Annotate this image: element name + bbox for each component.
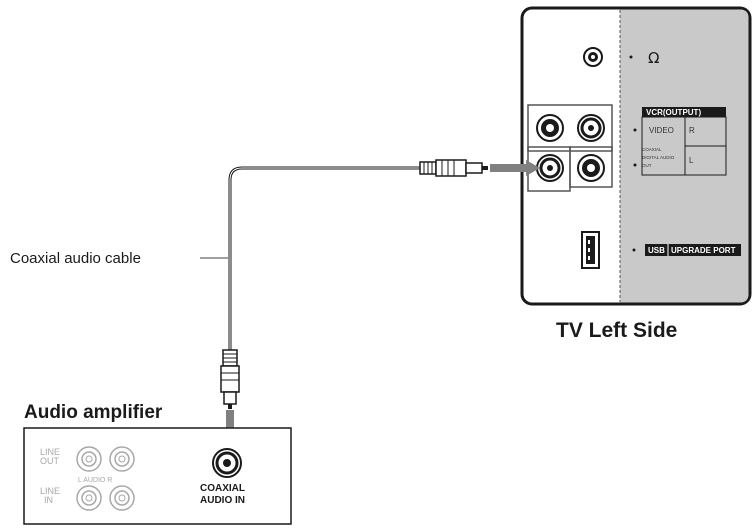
audio-r-out-jack: [577, 114, 605, 142]
line-out-label-1: LINE: [40, 447, 60, 457]
headphone-icon: Ω: [648, 49, 659, 67]
audio-lr-label: L AUDIO R: [78, 477, 112, 484]
headphone-pointer: [629, 55, 633, 59]
coaxial-in-label-1: COAXIAL: [200, 483, 245, 494]
tv-left-side-title: TV Left Side: [556, 319, 677, 342]
coaxial-small-label: COAXIAL: [642, 147, 662, 152]
coaxial-audio-in-jack: [212, 448, 242, 478]
line-in-r-jack: [109, 485, 135, 511]
line-out-label-2: OUT: [40, 456, 60, 466]
vcr-output-title: VCR(OUTPUT): [646, 108, 701, 117]
rca-port-group: [527, 104, 613, 192]
coaxial-plug-tv-end: [419, 159, 488, 177]
coaxial-in-label-2: AUDIO IN: [200, 495, 245, 506]
line-out-l-jack: [76, 446, 102, 472]
usb-label: USB: [648, 246, 665, 255]
coaxial-plug-amp-end: [220, 349, 240, 409]
usb-pointer: [632, 248, 636, 252]
usb-upgrade-label: USB UPGRADE PORT: [645, 244, 741, 256]
line-in-l-jack: [76, 485, 102, 511]
coaxial-cable-label: Coaxial audio cable: [10, 250, 141, 267]
video-label: VIDEO: [649, 126, 674, 135]
upgrade-port-label: UPGRADE PORT: [671, 246, 736, 255]
arrow-to-tv: [490, 160, 540, 176]
audio-amplifier-title: Audio amplifier: [24, 402, 163, 423]
tv-panel: Ω: [520, 6, 752, 306]
r-label: R: [689, 126, 695, 135]
usb-port: [581, 231, 600, 269]
line-in-label-1: LINE: [40, 486, 60, 496]
line-in-label-2: IN: [44, 495, 53, 505]
l-label: L: [689, 156, 694, 165]
video-out-jack: [536, 114, 564, 142]
headphone-jack: [583, 47, 603, 67]
tv-panel-gray-area: [620, 9, 749, 303]
vcr-output-label-box: VCR(OUTPUT) VIDEO R L COAXIAL DIGITAL AU…: [633, 107, 727, 176]
digital-audio-small-label: DIGITAL AUDIO: [642, 155, 675, 160]
coaxial-cable: [228, 166, 420, 350]
audio-l-out-jack: [577, 154, 605, 182]
line-out-r-jack: [109, 446, 135, 472]
coaxial-out-jack: [536, 154, 564, 182]
out-small-label: OUT: [642, 163, 652, 168]
amplifier-panel: LINE OUT L AUDIO R LINE IN: [23, 427, 292, 525]
